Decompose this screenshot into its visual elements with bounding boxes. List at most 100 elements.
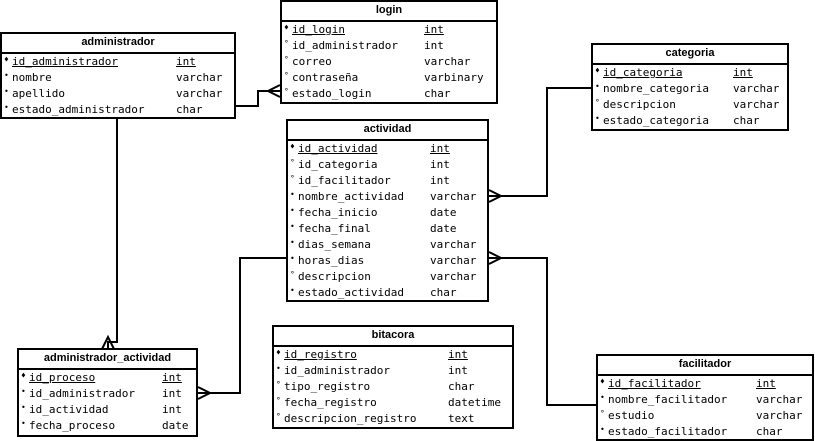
required-dot-icon: •: [290, 190, 295, 199]
attribute-type: varbinary: [424, 71, 484, 84]
attribute-row: ♦id_actividad int: [288, 141, 487, 157]
primary-key-icon: ♦: [595, 66, 600, 75]
optional-circle-icon: °: [284, 55, 289, 64]
attribute-type: char: [448, 380, 475, 393]
attribute-type: char: [176, 103, 203, 116]
attribute-type: int: [448, 348, 468, 361]
attribute-type: date: [430, 222, 457, 235]
required-dot-icon: •: [600, 393, 605, 402]
required-dot-icon: •: [290, 286, 295, 295]
optional-circle-icon: °: [276, 396, 281, 405]
attribute-name: estado_categoria: [603, 114, 709, 127]
optional-circle-icon: °: [600, 409, 605, 418]
required-dot-icon: •: [290, 238, 295, 247]
attribute-name: estado_actividad: [298, 286, 404, 299]
attribute-row: •horas_dias varchar: [288, 253, 487, 269]
crowfoot-actividad-categoria: [488, 189, 504, 203]
optional-circle-icon: °: [284, 71, 289, 80]
attribute-row: ♦id_proceso int: [19, 370, 196, 386]
attribute-name: descripcion: [298, 270, 371, 283]
required-dot-icon: •: [595, 114, 600, 123]
entity-title: categoria: [593, 45, 787, 65]
primary-key-icon: ♦: [290, 142, 295, 151]
rel-administrador-adminact: [107, 118, 118, 349]
attribute-type: int: [162, 403, 182, 416]
required-dot-icon: •: [4, 71, 9, 80]
entity-title: administrador_actividad: [19, 350, 196, 370]
attribute-name: horas_dias: [298, 254, 365, 267]
attribute-name: id_facilitador: [608, 377, 701, 390]
attribute-type: varchar: [176, 87, 223, 100]
attribute-name: descripcion_registro: [284, 412, 417, 425]
optional-circle-icon: °: [284, 87, 289, 96]
entity-title: actividad: [288, 121, 487, 141]
attribute-type: varchar: [756, 393, 803, 406]
required-dot-icon: •: [21, 403, 26, 412]
required-dot-icon: •: [4, 103, 9, 112]
crowfoot-actividad-facilitador: [488, 251, 504, 265]
optional-circle-icon: °: [290, 270, 295, 279]
primary-key-icon: ♦: [21, 371, 26, 380]
entity-title: bitacora: [274, 327, 512, 347]
attribute-name: id_proceso: [29, 371, 96, 384]
attribute-name: id_facilitador: [298, 174, 391, 187]
required-dot-icon: •: [290, 222, 295, 231]
required-dot-icon: •: [21, 419, 26, 428]
attribute-name: estado_facilitador: [608, 425, 728, 438]
required-dot-icon: •: [276, 364, 281, 373]
attribute-name: fecha_registro: [284, 396, 377, 409]
attribute-type: int: [424, 39, 444, 52]
attribute-name: fecha_inicio: [298, 206, 378, 219]
primary-key-icon: ♦: [284, 23, 289, 32]
attribute-type: int: [430, 142, 450, 155]
attribute-name: estudio: [608, 409, 655, 422]
required-dot-icon: •: [290, 254, 295, 263]
attribute-type: int: [162, 371, 182, 384]
attribute-type: varchar: [430, 254, 477, 267]
rel-actividad-adminact: [198, 257, 286, 394]
attribute-row: •id_actividad int: [19, 402, 196, 418]
attribute-type: date: [430, 206, 457, 219]
attribute-name: id_administrador: [292, 39, 398, 52]
attribute-type: varchar: [176, 71, 223, 84]
attribute-type: text: [448, 412, 475, 425]
attribute-name: nombre_actividad: [298, 190, 404, 203]
attribute-type: int: [733, 66, 753, 79]
attribute-type: varchar: [733, 98, 780, 111]
crowfoot-adminact-admin: [101, 334, 115, 350]
optional-circle-icon: °: [290, 174, 295, 183]
attribute-name: id_administrador: [284, 364, 390, 377]
attribute-type: int: [424, 23, 444, 36]
attribute-type: varchar: [424, 55, 471, 68]
attribute-name: id_actividad: [298, 142, 378, 155]
attribute-name: id_actividad: [29, 403, 109, 416]
attribute-name: apellido: [12, 87, 65, 100]
attribute-name: id_registro: [284, 348, 357, 361]
attribute-type: varchar: [733, 82, 780, 95]
optional-circle-icon: °: [276, 412, 281, 421]
